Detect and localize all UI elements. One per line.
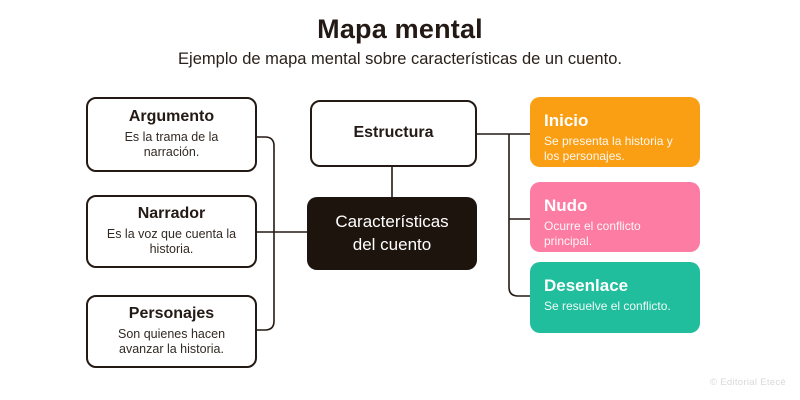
node-personajes: Personajes Son quienes hacen avanzar la …: [86, 295, 257, 368]
node-nudo-description: Ocurre el conflicto principal.: [544, 218, 641, 248]
page-subtitle: Ejemplo de mapa mental sobre característ…: [178, 50, 622, 68]
node-nudo-title: Nudo: [544, 196, 588, 215]
connector-left-bracket: [257, 136, 275, 331]
node-inicio-description: Se presenta la historia y los personajes…: [544, 133, 673, 163]
node-estructura: Estructura: [310, 100, 477, 167]
editorial-credit: © Editorial Etecé: [710, 377, 786, 388]
node-estructura-title: Estructura: [353, 124, 434, 142]
node-personajes-description: Son quienes hacen avanzar la historia.: [117, 326, 226, 357]
node-argumento: Argumento Es la trama de la narración.: [86, 97, 257, 172]
node-narrador-title: Narrador: [137, 205, 206, 223]
node-desenlace-description: Se resuelve el conflicto.: [544, 298, 671, 313]
connector-branch-to-desenlace: [508, 134, 530, 297]
node-narrador-description: Es la voz que cuenta la historia.: [106, 226, 237, 257]
node-argumento-title: Argumento: [128, 108, 215, 126]
node-desenlace-title: Desenlace: [544, 276, 629, 295]
page-title: Mapa mental: [317, 14, 483, 44]
node-nudo: Nudo Ocurre el conflicto principal.: [530, 182, 700, 252]
node-root-label: Características del cuento: [335, 212, 449, 254]
node-inicio: Inicio Se presenta la historia y los per…: [530, 97, 700, 167]
node-personajes-title: Personajes: [128, 305, 215, 323]
node-root-caracteristicas: Características del cuento: [307, 197, 477, 270]
node-desenlace: Desenlace Se resuelve el conflicto.: [530, 262, 700, 333]
node-argumento-description: Es la trama de la narración.: [124, 129, 219, 160]
page-header: Mapa mental Ejemplo de mapa mental sobre…: [0, 14, 800, 69]
node-narrador: Narrador Es la voz que cuenta la histori…: [86, 195, 257, 268]
node-inicio-title: Inicio: [544, 111, 589, 130]
